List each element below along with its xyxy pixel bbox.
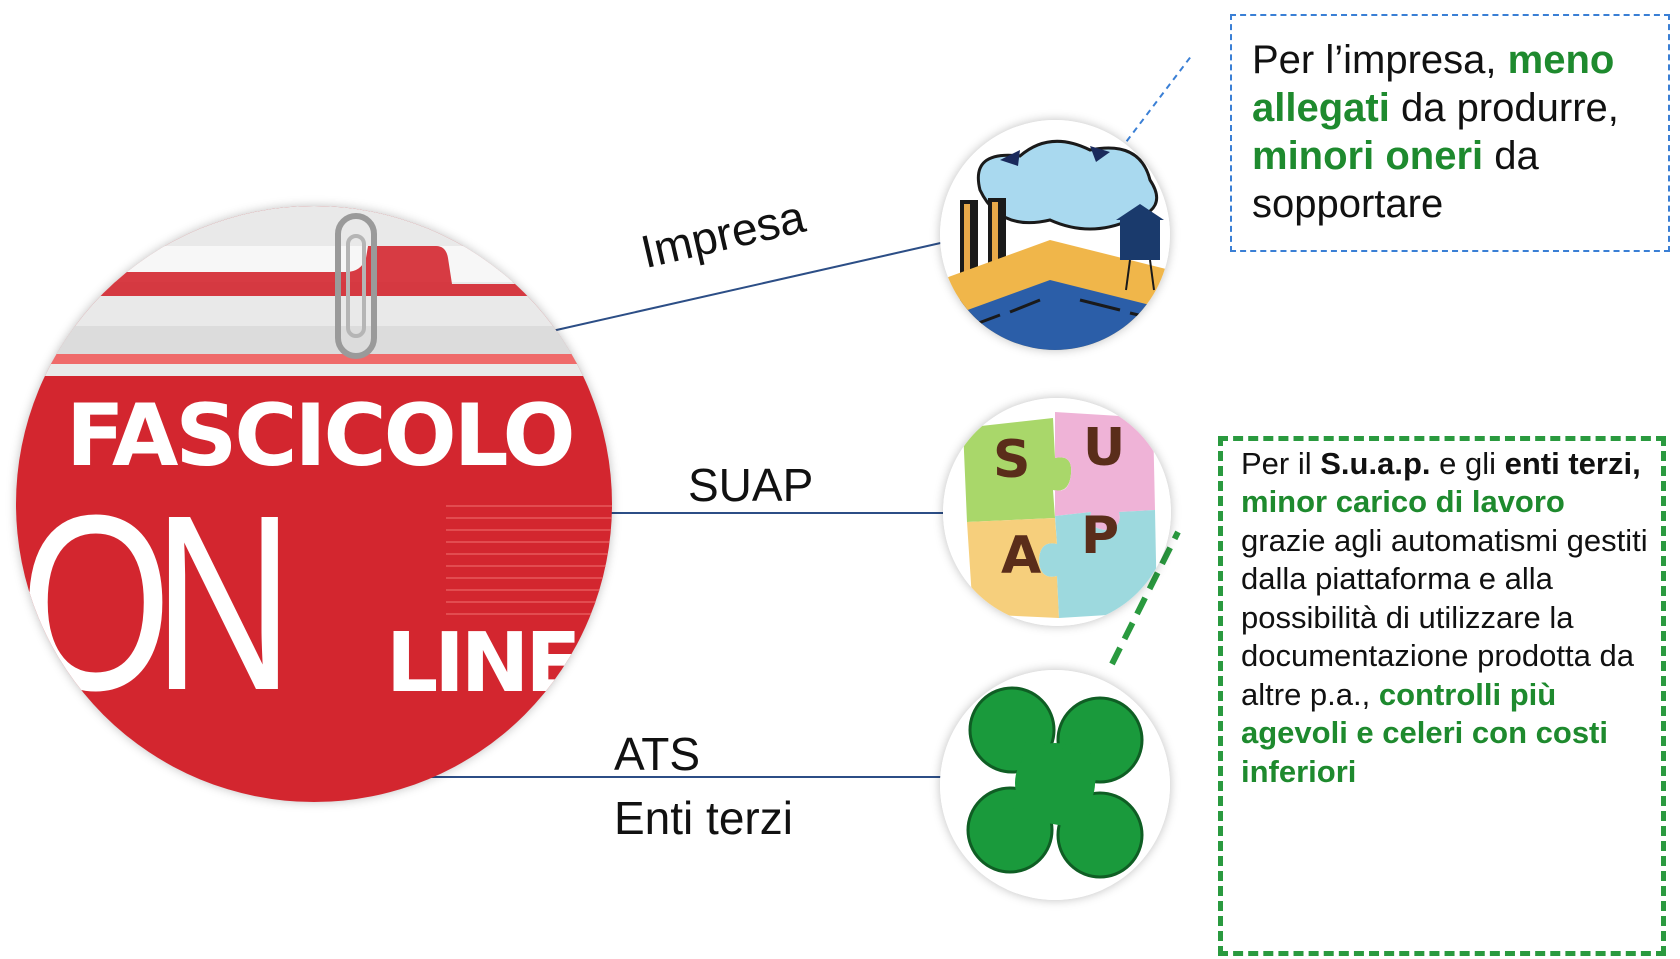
callout-impresa-text-3: da sopportare — [1252, 134, 1539, 226]
callout-suap-text-1: Per il — [1241, 446, 1321, 481]
callout-pointer-impresa — [1119, 54, 1193, 151]
label-suap: SUAP — [688, 459, 814, 511]
lombardy-cross-icon — [940, 670, 1170, 900]
puzzle-letter-p: P — [1081, 506, 1120, 566]
logo-title-on: ON — [20, 463, 294, 742]
callout-suap: Per il S.u.a.p. e gli enti terzi, minor … — [1218, 436, 1666, 956]
logo-title-top: FASCICOLO — [66, 386, 576, 486]
callout-impresa-highlight-2: minori oneri — [1252, 134, 1484, 178]
callout-suap-text-3: grazie agli automatismi gestiti dalla pi… — [1241, 522, 1648, 712]
connector-impresa — [551, 241, 946, 332]
callout-impresa-text-1: Per l’impresa, — [1252, 38, 1508, 82]
factory-icon — [940, 120, 1170, 350]
callout-suap-highlight-1: minor carico di lavoro — [1241, 484, 1565, 520]
logo-title-line: LINE — [386, 616, 581, 711]
callout-impresa-highlight-1: meno allegati — [1252, 38, 1615, 130]
callout-suap-highlight-2: controlli più agevoli e celeri con costi… — [1241, 676, 1608, 789]
callout-suap-bold-1: S.u.a.p. — [1320, 446, 1431, 481]
fascicolo-online-logo: FASCICOLO ON LINE — [16, 206, 612, 802]
callout-suap-text-2: e gli — [1430, 446, 1505, 481]
puzzle-letter-a: A — [1001, 526, 1042, 586]
callout-suap-bold-2: enti terzi, — [1504, 446, 1641, 481]
paperclip-icon — [335, 213, 377, 359]
callout-impresa: Per l’impresa, meno allegati da produrre… — [1230, 14, 1670, 252]
label-ats: ATS — [614, 728, 701, 780]
callout-impresa-text-2: da produrre, — [1389, 86, 1619, 130]
puzzle-letter-u: U — [1083, 418, 1126, 478]
callout-pointer-suap — [1109, 530, 1181, 666]
puzzle-letter-s: S — [993, 430, 1031, 490]
puzzle-icon: S U A P — [943, 398, 1171, 626]
label-enti-terzi: Enti terzi — [614, 792, 793, 844]
